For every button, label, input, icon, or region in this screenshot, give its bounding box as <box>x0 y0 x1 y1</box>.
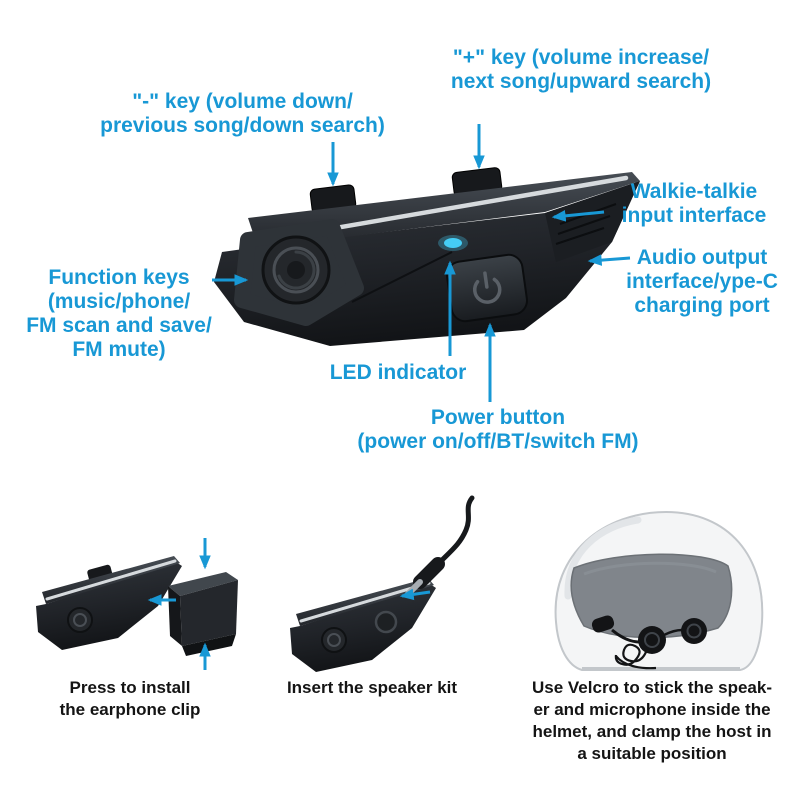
callout-function-keys: Function keys (music/phone/ FM scan and … <box>18 266 220 362</box>
step3-caption: Use Velcro to stick the speak- er and mi… <box>518 677 786 765</box>
caption-text: Insert the speaker kit <box>286 678 458 697</box>
callout-text: (power on/off/BT/switch FM) <box>357 430 639 453</box>
power-button <box>446 253 528 323</box>
callout-minus-key: "-" key (volume down/ previous song/down… <box>60 90 425 138</box>
caption-text: a suitable position <box>577 744 727 763</box>
callout-text: previous song/down search) <box>100 114 385 137</box>
callout-text: Power button <box>430 406 566 429</box>
callout-led-indicator: LED indicator <box>322 361 474 385</box>
callout-arrows <box>212 124 631 402</box>
callout-text: Audio output <box>636 246 768 269</box>
callout-text: FM scan and save/ <box>26 314 212 337</box>
callout-text: next song/upward search) <box>450 70 712 93</box>
arrow-walkie-talkie <box>551 210 605 222</box>
callout-text: (music/phone/ <box>47 290 191 313</box>
callout-text: "-" key (volume down/ <box>132 90 353 113</box>
earphone-clip <box>168 572 238 596</box>
step2-illustration <box>290 495 475 672</box>
callout-text: input interface <box>621 204 767 227</box>
callout-text: FM mute) <box>72 338 166 361</box>
callout-text: charging port <box>634 294 770 317</box>
callout-text: Walkie-talkie <box>630 180 758 203</box>
arrow-jack-insert <box>399 588 431 601</box>
helmet-speaker-left <box>638 626 666 654</box>
audio-jack-plug <box>413 557 445 589</box>
helmet-visor <box>570 553 733 639</box>
callout-text: "+" key (volume increase/ <box>452 46 710 69</box>
callout-audio-output: Audio output interface/ype-C charging po… <box>612 246 792 318</box>
power-icon <box>472 271 502 304</box>
step2-caption: Insert the speaker kit <box>262 677 482 699</box>
caption-text: er and microphone inside the <box>533 700 771 719</box>
callout-power-button: Power button (power on/off/BT/switch FM) <box>330 406 666 454</box>
caption-text: Use Velcro to stick the speak- <box>532 678 772 697</box>
callout-text: Function keys <box>48 266 190 289</box>
step1-caption: Press to install the earphone clip <box>28 677 232 721</box>
caption-text: helmet, and clamp the host in <box>532 722 772 741</box>
caption-text: Press to install <box>69 678 191 697</box>
callout-walkie-talkie: Walkie-talkie input interface <box>598 180 790 228</box>
callout-text: interface/ype-C <box>626 270 778 293</box>
intercom-device <box>214 167 640 346</box>
helmet-speaker-right <box>681 618 707 644</box>
step1-illustration <box>36 538 238 670</box>
arrow-audio-output <box>587 254 631 266</box>
speaker-cable <box>435 495 475 567</box>
callout-text: LED indicator <box>329 361 467 384</box>
speaker-cord <box>614 643 657 670</box>
step3-illustration <box>554 510 764 671</box>
callout-plus-key: "+" key (volume increase/ next song/upwa… <box>425 46 737 94</box>
caption-text: the earphone clip <box>59 700 201 719</box>
